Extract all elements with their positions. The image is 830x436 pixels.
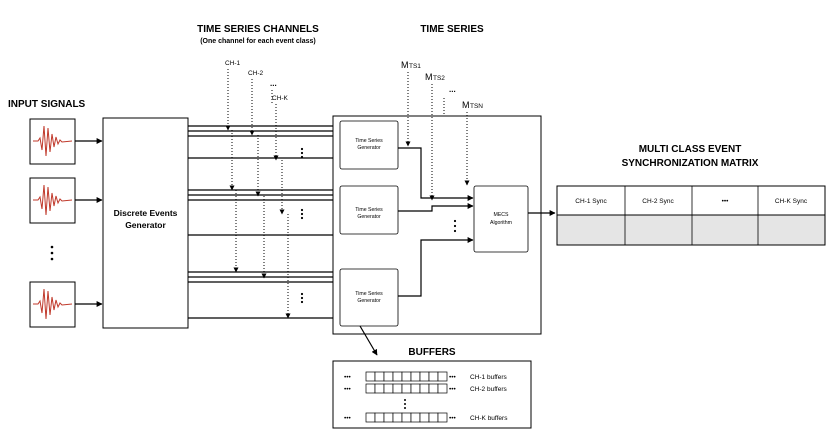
buffer-row-1-dots-right: ••• (449, 374, 457, 381)
buffer-row-3-dots-left: ••• (344, 415, 352, 422)
buffer-cell (365, 371, 376, 382)
buffer-cell (383, 383, 394, 394)
buffer-row-2-cells (365, 383, 448, 394)
sync-matrix-header-ch1: CH-1 Sync (575, 198, 607, 205)
buffer-cell (392, 383, 403, 394)
time-series-generator-3: Time Series Generator (339, 268, 399, 327)
buffer-cell (410, 371, 421, 382)
signal-waveform-icon (33, 125, 73, 157)
time-series-dotted-lines (405, 72, 470, 201)
buffer-row-1-cells (365, 371, 448, 382)
discrete-events-generator-line1: Discrete Events (114, 208, 178, 218)
mtsn-label-main: M (462, 100, 470, 110)
sync-matrix-row (556, 214, 826, 246)
discrete-events-generator-line2: Generator (125, 220, 166, 230)
buffer-row-1-label: CH-1 buffers (470, 374, 507, 381)
input-signal-2 (29, 177, 76, 224)
mtsn-label-sub: TSN (470, 103, 483, 110)
channel-label-ch1: CH-1 (225, 60, 241, 67)
buffer-cell (383, 412, 394, 423)
buffer-row-2-dots-right: ••• (449, 386, 457, 393)
buffer-cell (437, 371, 448, 382)
title-buffers: BUFFERS (408, 347, 456, 358)
time-series-container (332, 115, 542, 335)
buffer-cell (365, 383, 376, 394)
buffer-row-3-dots-right: ••• (449, 415, 457, 422)
buffer-row-3-cells (365, 412, 448, 423)
ts-generator-3-line2: Generator (357, 298, 381, 304)
buffer-row-3-label: CH-K buffers (470, 415, 508, 422)
arrow-to-buffers (359, 325, 378, 356)
signal-waveform-icon (33, 184, 73, 216)
sync-matrix: CH-1 Sync CH-2 Sync ••• CH-K Sync (556, 185, 826, 246)
ts-generator-1-line1: Time Series (355, 138, 383, 144)
mts2-label-main: M (425, 72, 433, 82)
buffer-cell (383, 371, 394, 382)
ts-generator-3-line1: Time Series (355, 291, 383, 297)
channel-group-ellipsis (300, 147, 304, 304)
buffer-cell (428, 371, 439, 382)
channel-label-ch2: CH-2 (248, 70, 264, 77)
buffer-cell (401, 383, 412, 394)
mts1-label-sub: TS1 (409, 63, 421, 70)
buffer-row-2-dots-left: ••• (344, 386, 352, 393)
buffer-cell (410, 412, 421, 423)
input-signal-3 (29, 281, 76, 328)
title-matrix-line1: MULTI CLASS EVENT (639, 144, 742, 155)
mts1-label-main: M (401, 60, 409, 70)
title-input-signals: INPUT SIGNALS (8, 99, 86, 110)
input-signal-ellipsis (50, 245, 54, 261)
mecs-line2: Algorithm (490, 220, 512, 226)
channel-dotted-lines (225, 69, 291, 319)
sync-matrix-header-ellipsis: ••• (722, 198, 730, 205)
sync-matrix-header-chk: CH-K Sync (775, 198, 808, 205)
buffer-cell (365, 412, 376, 423)
time-series-generator-2: Time Series Generator (339, 185, 399, 235)
title-matrix-line2: SYNCHRONIZATION MATRIX (622, 158, 759, 169)
buffer-cell (392, 371, 403, 382)
buffer-cell (419, 412, 430, 423)
buffer-cell (428, 383, 439, 394)
buffer-cell (374, 412, 385, 423)
subtitle-one-channel-per-class: (One channel for each event class) (200, 38, 316, 45)
input-signal-1 (29, 118, 76, 165)
channel-lines (188, 123, 340, 321)
mts-ellipsis: ... (449, 85, 456, 94)
buffer-cell (401, 412, 412, 423)
signal-waveform-icon (33, 288, 73, 320)
buffer-row-2-label: CH-2 buffers (470, 386, 507, 393)
channel-label-chk: CH-K (272, 95, 289, 102)
buffer-row-1-dots-left: ••• (344, 374, 352, 381)
title-time-series: TIME SERIES (420, 24, 484, 35)
buffer-cell (419, 383, 430, 394)
buffer-cell (392, 412, 403, 423)
discrete-events-generator-box (102, 117, 189, 329)
mts2-label-sub: TS2 (433, 75, 445, 82)
title-time-series-channels: TIME SERIES CHANNELS (197, 24, 319, 35)
ts-generator-2-line2: Generator (357, 214, 381, 220)
time-series-generator-1: Time Series Generator (339, 120, 399, 170)
channel-label-ellipsis: ... (270, 79, 277, 88)
ts-generator-2-line1: Time Series (355, 207, 383, 213)
buffer-cell (437, 383, 448, 394)
sync-matrix-header-ch2: CH-2 Sync (642, 198, 674, 205)
buffer-cell (419, 371, 430, 382)
buffers-block: ••• ••• CH-1 buffers ••• ••• CH-2 buffer… (332, 360, 532, 429)
ts-generator-1-line2: Generator (357, 145, 381, 151)
buffer-cell (437, 412, 448, 423)
mecs-algorithm-block: MECS Algorithm (473, 185, 529, 253)
buffer-cell (401, 371, 412, 382)
buffer-cell (374, 383, 385, 394)
mecs-line1: MECS (494, 212, 510, 218)
buffer-cell (374, 371, 385, 382)
generator-to-mecs-connections (398, 147, 474, 297)
buffer-cell (428, 412, 439, 423)
buffer-cell (410, 383, 421, 394)
